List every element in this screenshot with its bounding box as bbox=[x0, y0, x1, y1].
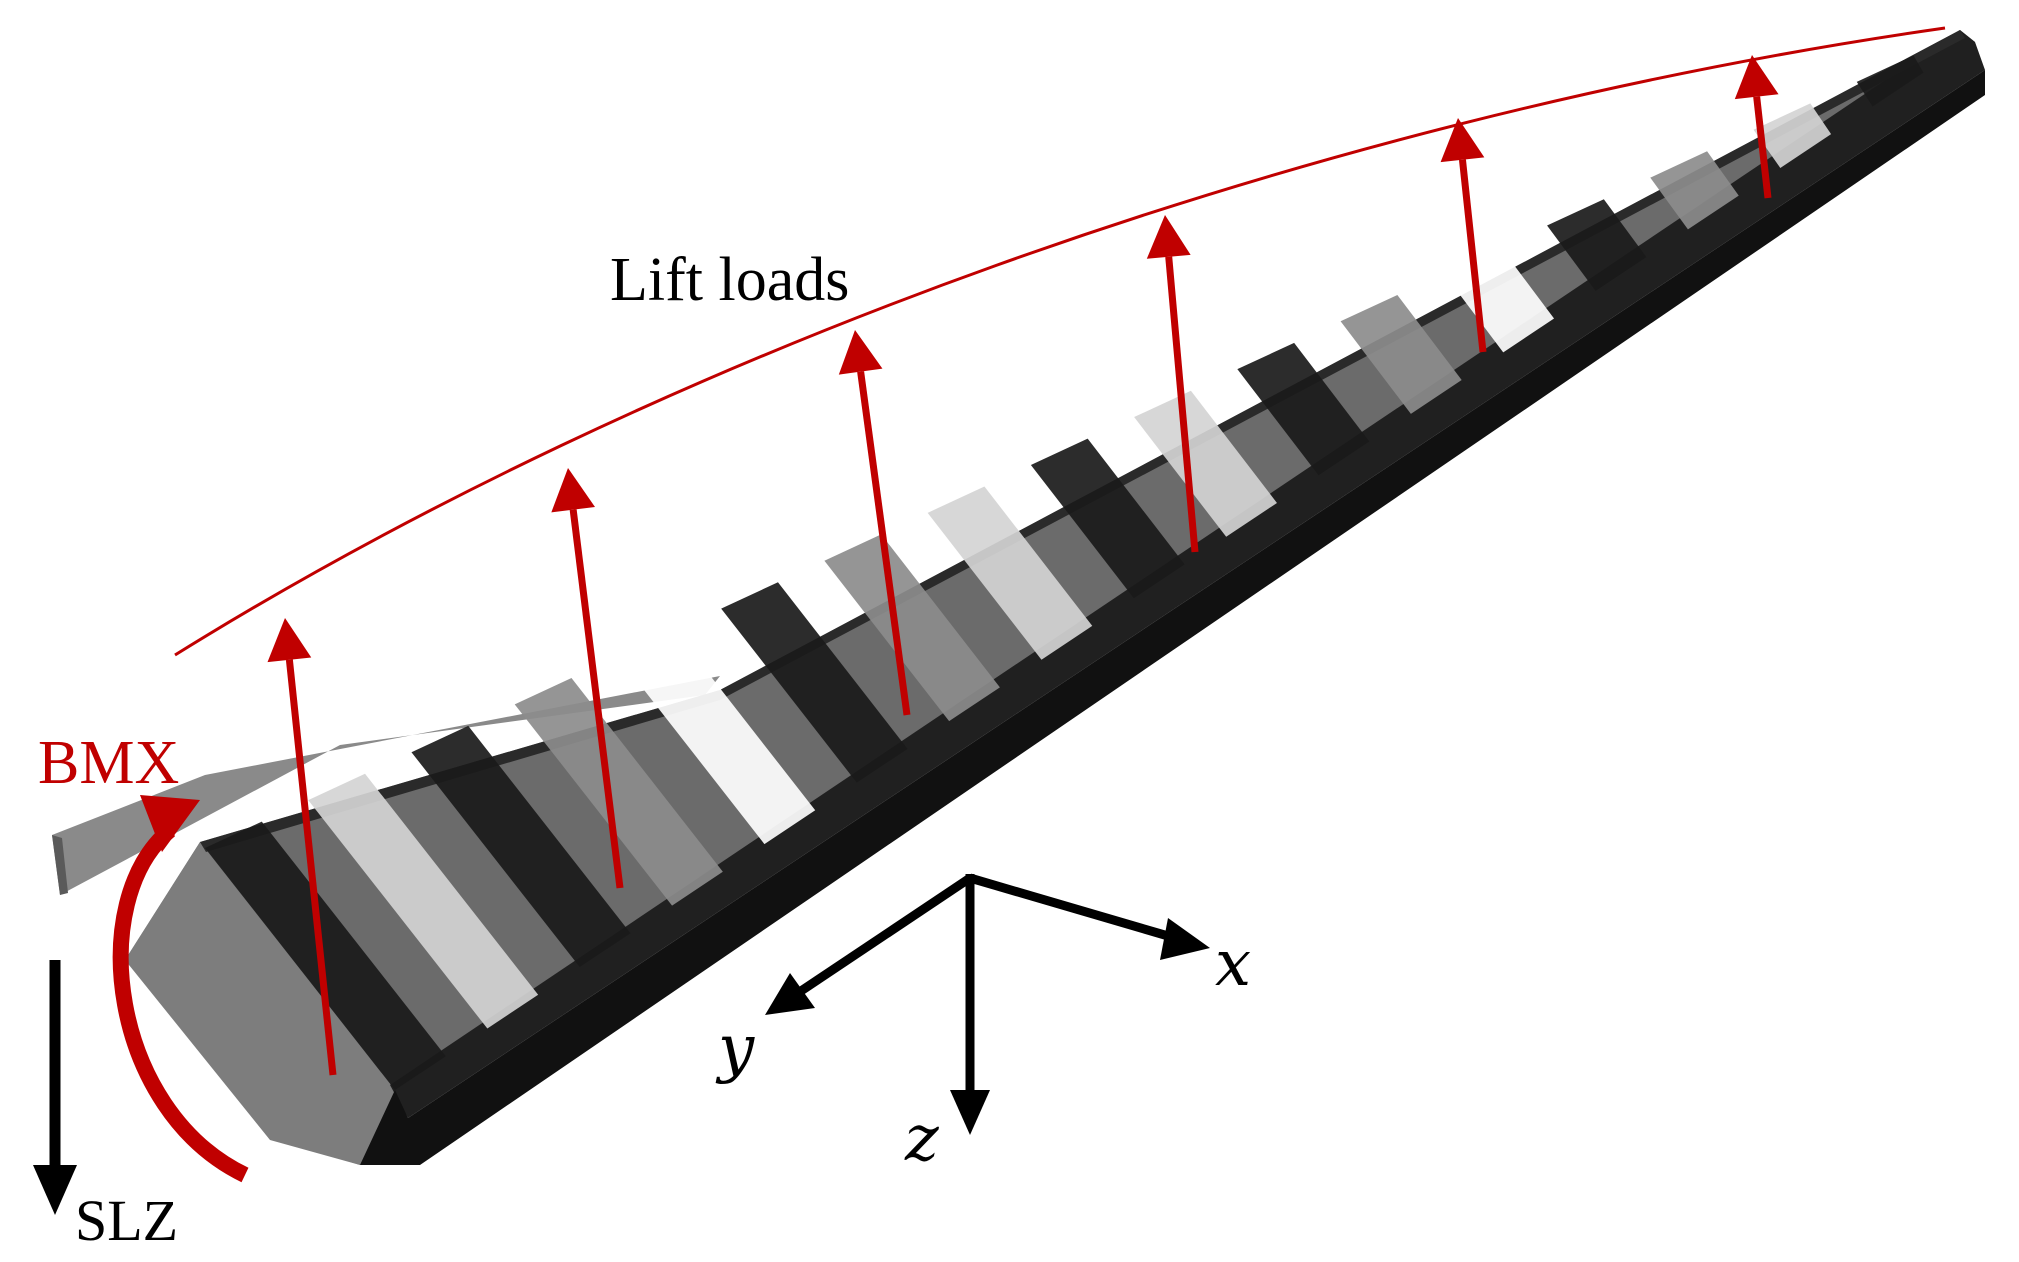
rib-5 bbox=[617, 630, 816, 845]
bmx-moment-arrow bbox=[112, 795, 249, 1183]
bmx-label: BMX bbox=[38, 729, 179, 797]
lift-arrow-6-shaft bbox=[1753, 96, 1772, 199]
rib-3 bbox=[411, 725, 631, 968]
axis-x-head bbox=[1160, 918, 1210, 960]
lift-arrow-1-head bbox=[267, 618, 312, 663]
rib-4 bbox=[514, 678, 723, 906]
axis-y-label: y bbox=[715, 1012, 755, 1086]
lift-arrow-5-head bbox=[1440, 118, 1485, 163]
lift-arrow-5-shaft bbox=[1458, 159, 1487, 353]
rib-10 bbox=[1134, 390, 1277, 537]
lift-load-envelope bbox=[174, 26, 1946, 657]
axis-z-head bbox=[950, 1090, 990, 1135]
axis-z-label: z bbox=[904, 1102, 940, 1176]
axis-y-line bbox=[792, 874, 973, 999]
rib-17 bbox=[1856, 55, 1924, 107]
front-spar-side bbox=[360, 70, 1985, 1165]
lift-arrow-3-head bbox=[838, 330, 883, 375]
rib-7 bbox=[824, 534, 1000, 722]
bmx-arrowhead bbox=[140, 795, 200, 852]
axis-y-head bbox=[765, 973, 815, 1015]
axis-x-label: x bbox=[1215, 927, 1251, 1001]
lift-arrows bbox=[267, 55, 1779, 1076]
lift-arrow-4-shaft bbox=[1165, 256, 1199, 553]
lift-arrow-4-head bbox=[1146, 215, 1191, 259]
bmx-arc bbox=[112, 823, 249, 1183]
lift-arrow-2-head bbox=[551, 468, 595, 513]
slz-shear-arrow bbox=[33, 960, 77, 1215]
root-flange-edge bbox=[52, 835, 68, 895]
axis-x-line bbox=[968, 873, 1177, 943]
rib-14 bbox=[1547, 199, 1647, 291]
ribs bbox=[205, 55, 1924, 1090]
lift-loads-label: Lift loads bbox=[610, 246, 849, 314]
rib-6 bbox=[721, 582, 908, 783]
coordinate-axes bbox=[765, 873, 1210, 1135]
lift-arrow-6-head bbox=[1734, 55, 1779, 100]
lift-arrow-1-shaft bbox=[285, 659, 337, 1076]
rib-12 bbox=[1340, 294, 1462, 414]
root-rib bbox=[125, 842, 395, 1165]
rib-11 bbox=[1237, 342, 1370, 476]
lift-arrow-2-shaft bbox=[569, 509, 624, 889]
wing-box bbox=[52, 30, 1985, 1165]
rib-8 bbox=[927, 486, 1093, 660]
rib-15 bbox=[1650, 151, 1739, 230]
slz-label: SLZ bbox=[75, 1188, 178, 1253]
lift-arrow-3-shaft bbox=[857, 371, 911, 716]
rib-1 bbox=[205, 821, 446, 1090]
front-spar-face bbox=[390, 30, 1985, 1118]
rib-2 bbox=[308, 773, 539, 1029]
rib-9 bbox=[1030, 438, 1185, 599]
rib-16 bbox=[1753, 103, 1832, 168]
